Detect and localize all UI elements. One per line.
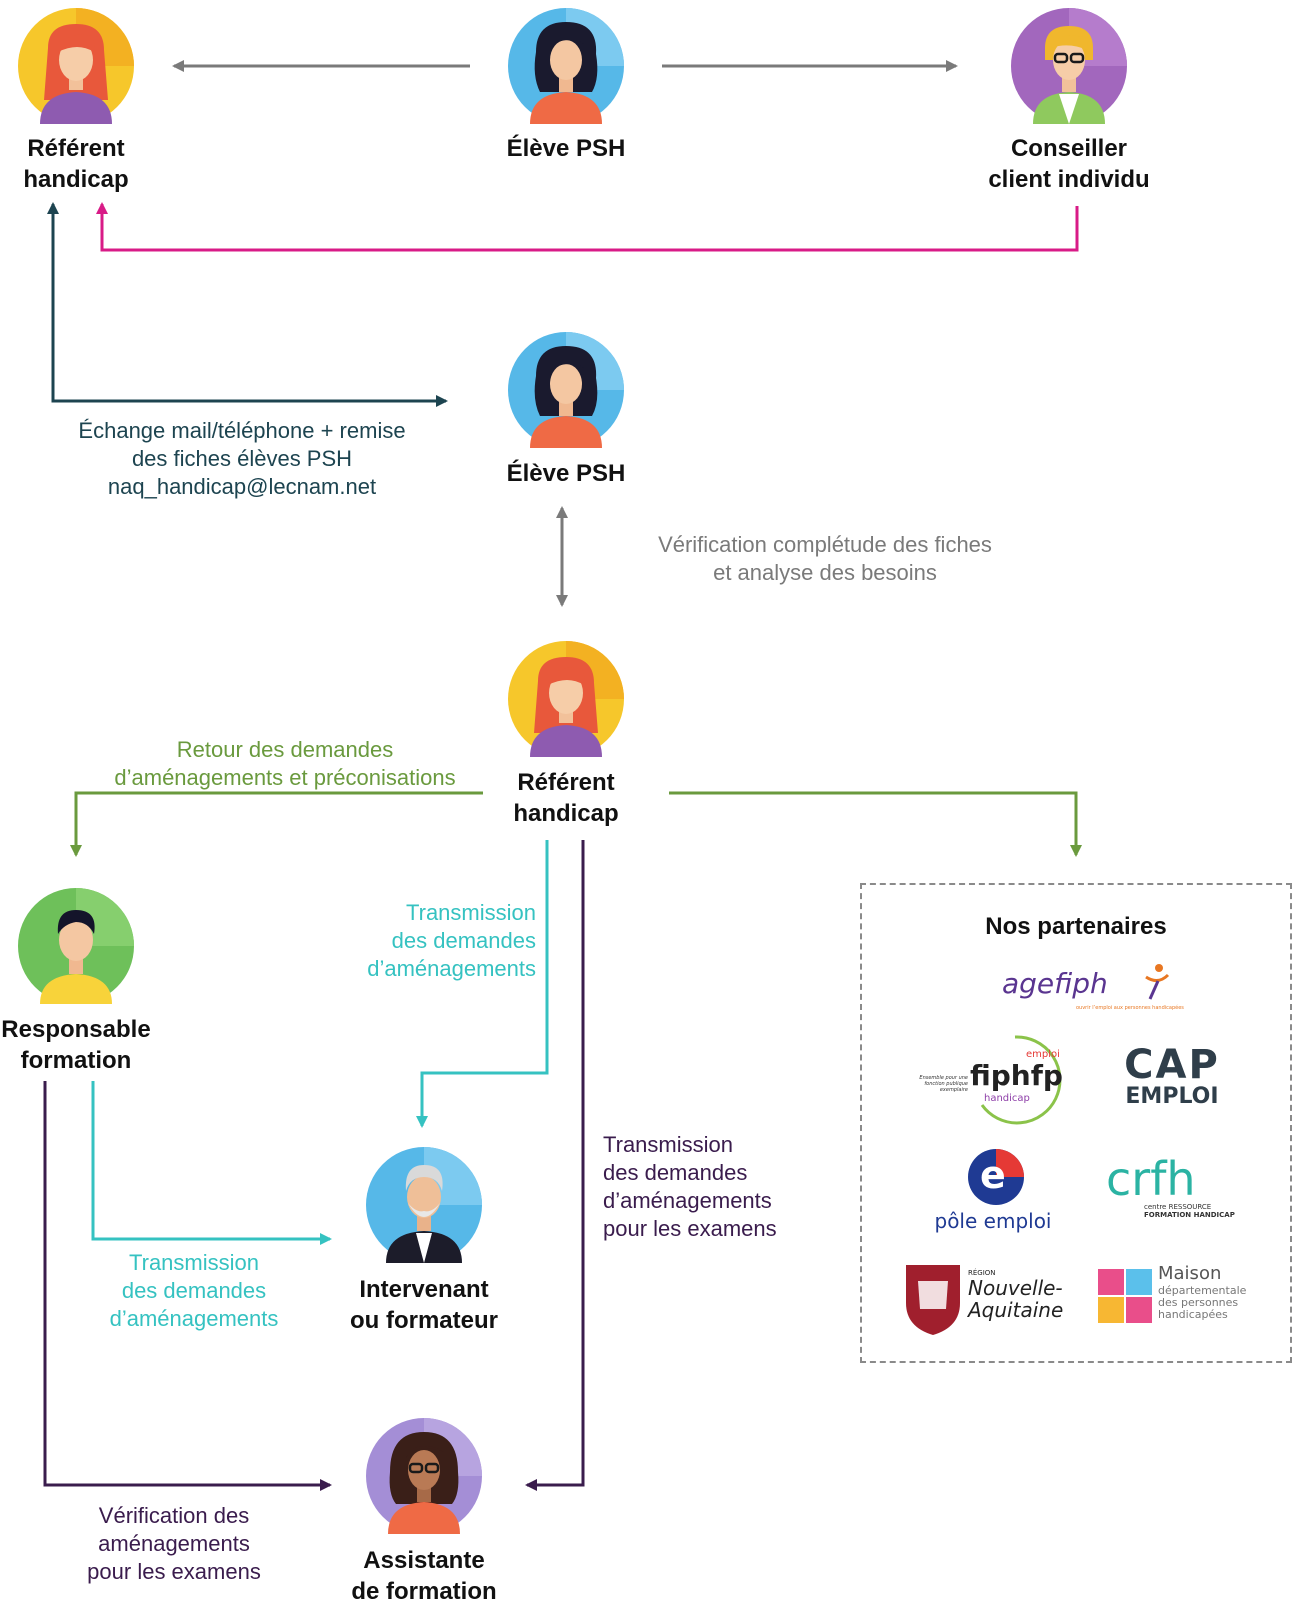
intervenant-label-line2: ou formateur bbox=[349, 1307, 498, 1334]
transmission-responsable-text: Transmission des demandes d’aménagements bbox=[84, 1249, 304, 1333]
transmission-referent-line1: Transmission bbox=[406, 900, 536, 925]
transmission-referent-text: Transmission des demandes d’aménagements bbox=[320, 899, 536, 983]
crfh-logo: crfh centre RESSOURCE FORMATION HANDICAP bbox=[1106, 1155, 1242, 1235]
intervenant-avatar bbox=[366, 1147, 482, 1263]
pole-emploi-letter: e bbox=[980, 1153, 1006, 1197]
referent-top-label-line2: handicap bbox=[23, 166, 129, 193]
crfh-sub1: centre RESSOURCE bbox=[1144, 1203, 1212, 1211]
fiphfp-bottom: handicap bbox=[984, 1093, 1030, 1104]
verification-examens-line3: pour les examens bbox=[87, 1559, 261, 1584]
agefiph-tagline: ouvrir l’emploi aux personnes handicapée… bbox=[1076, 1005, 1184, 1011]
verification-examens-text: Vérification des aménagements pour les e… bbox=[64, 1502, 284, 1586]
responsable-label: Responsable formation bbox=[0, 1014, 152, 1076]
echange-line1: Échange mail/téléphone + remise bbox=[78, 418, 406, 443]
fiphfp-circle-icon bbox=[980, 1035, 1062, 1125]
eleve-mid-avatar bbox=[508, 332, 624, 448]
arrow-referent-to-assistante bbox=[525, 840, 585, 1491]
referent-mid-label-line2: handicap bbox=[513, 800, 619, 827]
arrow-referent-to-partners bbox=[669, 791, 1082, 857]
conseiller-label-line1: Conseiller bbox=[1010, 135, 1128, 162]
referent-top-label: Référent handicap bbox=[6, 133, 146, 195]
responsable-label-line2: formation bbox=[20, 1047, 132, 1074]
assistante-label-line2: de formation bbox=[351, 1578, 497, 1605]
responsable-label-line1: Responsable bbox=[1, 1016, 151, 1043]
crfh-sub2: FORMATION HANDICAP bbox=[1144, 1211, 1235, 1219]
echange-text: Échange mail/téléphone + remise des fich… bbox=[52, 417, 432, 501]
verification-examens-line2: aménagements bbox=[98, 1531, 250, 1556]
retour-line2: d’aménagements et préconisations bbox=[114, 765, 456, 790]
assistante-avatar bbox=[366, 1418, 482, 1534]
fiphfp-top: emploi bbox=[1026, 1049, 1060, 1060]
retour-text: Retour des demandes d’aménagements et pr… bbox=[95, 736, 475, 792]
partners-title: Nos partenaires bbox=[985, 913, 1167, 940]
transmission-referent-line2: des demandes bbox=[391, 928, 536, 953]
transmission-referent-line3: d’aménagements bbox=[367, 956, 536, 981]
conseiller-label-line2: client individu bbox=[988, 166, 1150, 193]
pole-emploi-logo: e pôle emploi bbox=[918, 1147, 1068, 1243]
responsable-avatar bbox=[18, 888, 134, 1004]
arrow-responsable-to-intervenant bbox=[91, 1081, 332, 1245]
mdph-line1: Maison bbox=[1158, 1263, 1222, 1284]
verification-fiches-text: Vérification complétude des fiches et an… bbox=[635, 531, 1015, 587]
agefiph-logo: agefiph ouvrir l’emploi aux personnes ha… bbox=[1002, 964, 1184, 1027]
conseiller-avatar bbox=[1011, 8, 1127, 124]
eleve-top-avatar bbox=[508, 8, 624, 124]
agefiph-name: agefiph bbox=[1002, 967, 1108, 1000]
fiphfp-side: Ensemble pour une fonction publique exem… bbox=[919, 1075, 968, 1093]
referent-top-avatar bbox=[18, 8, 134, 124]
verification-examens-line1: Vérification des bbox=[98, 1503, 250, 1528]
transmission-responsable-line3: d’aménagements bbox=[109, 1306, 279, 1331]
mdph-squares-icon bbox=[1098, 1269, 1152, 1323]
verification-fiches-line2: et analyse des besoins bbox=[713, 560, 937, 585]
arrow-referent-to-eleve-mid bbox=[51, 204, 448, 407]
assistante-label: Assistante de formation bbox=[339, 1545, 509, 1607]
referent-top-label-line1: Référent bbox=[27, 135, 125, 162]
mdph-line3: des personnes bbox=[1158, 1296, 1239, 1309]
cap-emploi-logo: CAP EMPLOI bbox=[1112, 1045, 1232, 1115]
mdph-logo: Maison départementale des personnes hand… bbox=[1098, 1265, 1258, 1329]
nouvelle-aquitaine-shield-icon bbox=[906, 1265, 960, 1335]
transmission-examens-line3: d’aménagements bbox=[603, 1188, 772, 1213]
transmission-examens-line2: des demandes bbox=[603, 1160, 748, 1185]
referent-mid-avatar bbox=[508, 641, 624, 757]
intervenant-label-line1: Intervenant bbox=[359, 1276, 489, 1303]
transmission-examens-line1: Transmission bbox=[603, 1132, 733, 1157]
pole-emploi-e-icon bbox=[968, 1149, 1024, 1205]
nouvelle-aquitaine-line1: Nouvelle- bbox=[968, 1276, 1063, 1300]
cap-emploi-line2: EMPLOI bbox=[1125, 1084, 1219, 1109]
nouvelle-aquitaine-logo: RÉGION Nouvelle- Aquitaine bbox=[902, 1261, 1072, 1337]
nouvelle-aquitaine-line2: Aquitaine bbox=[968, 1298, 1064, 1322]
transmission-responsable-line1: Transmission bbox=[129, 1250, 259, 1275]
partners-box: Nos partenaires agefiph ouvrir l’emploi … bbox=[860, 883, 1292, 1363]
fiphfp-logo: emploi fiphfp handicap Ensemble pour une… bbox=[908, 1033, 1068, 1127]
eleve-mid-label: Élève PSH bbox=[506, 460, 626, 487]
cap-emploi-line1: CAP bbox=[1124, 1042, 1220, 1088]
referent-mid-label: Référent handicap bbox=[496, 767, 636, 829]
conseiller-label: Conseiller client individu bbox=[969, 133, 1169, 195]
echange-line2: des fiches élèves PSH bbox=[131, 446, 353, 471]
nouvelle-aquitaine-small: RÉGION bbox=[968, 1269, 996, 1277]
eleve-top-label: Élève PSH bbox=[506, 135, 626, 162]
arrow-responsable-to-assistante bbox=[43, 1081, 332, 1491]
mdph-line4: handicapées bbox=[1158, 1308, 1228, 1321]
retour-line1: Retour des demandes bbox=[176, 737, 394, 762]
transmission-examens-text: Transmission des demandes d’aménagements… bbox=[603, 1131, 843, 1243]
verification-fiches-line1: Vérification complétude des fiches bbox=[658, 532, 992, 557]
arrow-referent-to-responsable bbox=[70, 791, 483, 857]
intervenant-label: Intervenant ou formateur bbox=[339, 1274, 509, 1336]
crfh-name: crfh bbox=[1106, 1152, 1196, 1206]
echange-email: naq_handicap@lecnam.net bbox=[107, 474, 377, 499]
arrow-referent-to-intervenant bbox=[416, 840, 549, 1128]
agefiph-figure-icon bbox=[1145, 964, 1170, 1000]
pole-emploi-name: pôle emploi bbox=[934, 1209, 1052, 1233]
mdph-line2: départementale bbox=[1158, 1284, 1247, 1297]
assistante-label-line1: Assistante bbox=[363, 1547, 485, 1574]
referent-mid-label-line1: Référent bbox=[517, 769, 615, 796]
arrow-conseiller-to-referent bbox=[96, 202, 1079, 252]
fiphfp-name: fiphfp bbox=[970, 1059, 1063, 1092]
transmission-examens-line4: pour les examens bbox=[603, 1216, 777, 1241]
transmission-responsable-line2: des demandes bbox=[121, 1278, 267, 1303]
